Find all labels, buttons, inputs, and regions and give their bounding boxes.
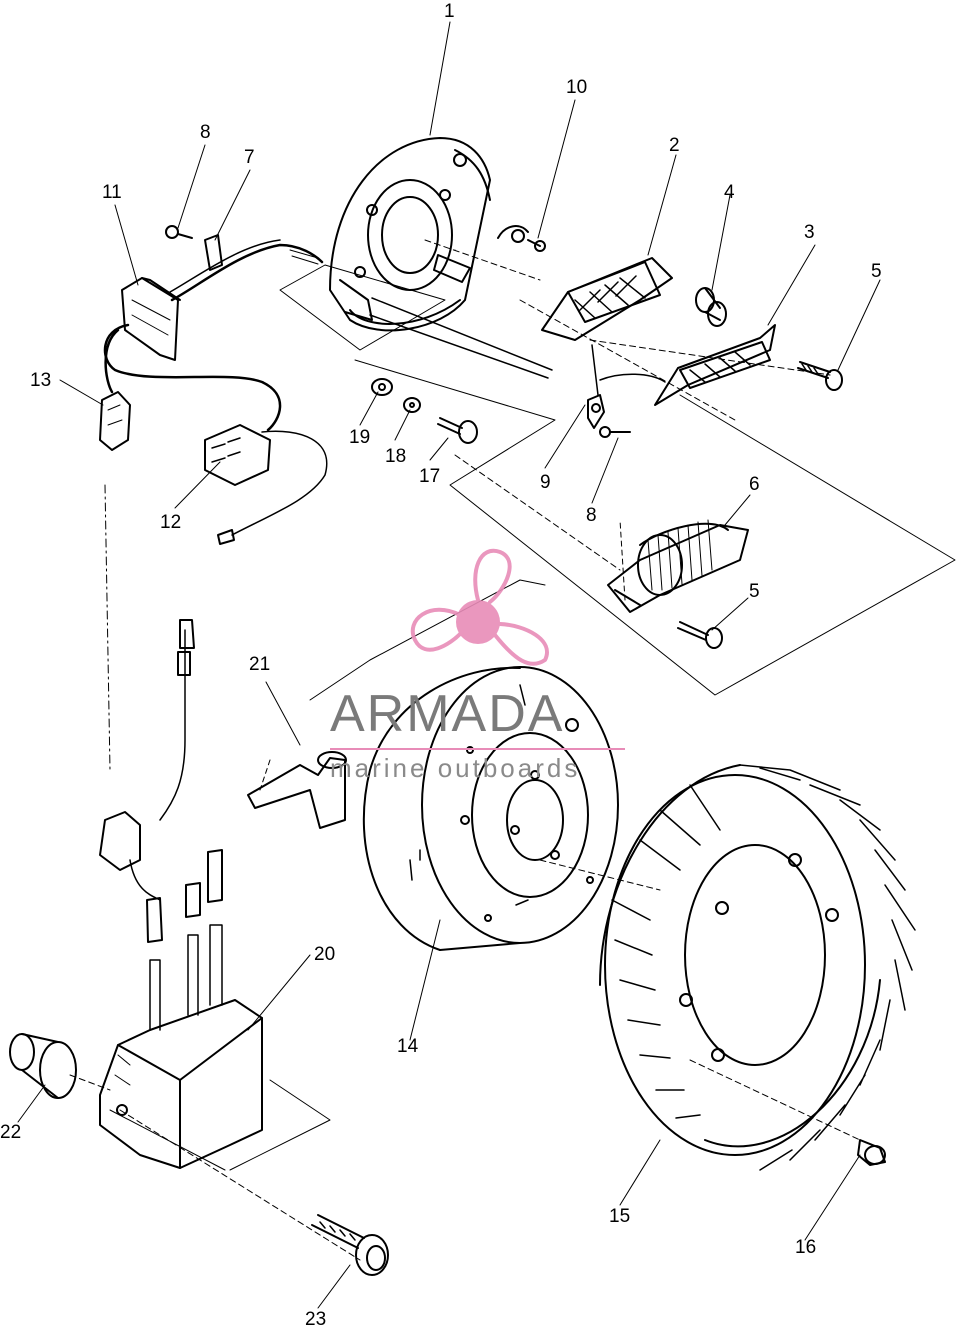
bolt-17 xyxy=(437,417,478,444)
callout-22: 22 xyxy=(0,1122,22,1143)
callout-5b: 5 xyxy=(749,581,760,602)
charge-coil xyxy=(541,257,673,396)
callout-17: 17 xyxy=(419,466,441,487)
callout-15: 15 xyxy=(609,1206,631,1227)
cooling-fan-15 xyxy=(599,764,916,1171)
callout-23: 23 xyxy=(305,1309,327,1330)
callout-7: 7 xyxy=(244,147,255,168)
ignition-coil-20 xyxy=(99,811,263,1169)
stator-base-plate xyxy=(329,137,553,379)
connector-13 xyxy=(99,391,131,451)
flywheel-14 xyxy=(362,666,619,951)
bolt-16 xyxy=(857,1139,886,1166)
callout-14: 14 xyxy=(397,1036,419,1057)
harness-clamp xyxy=(204,234,223,271)
screw-lower xyxy=(599,426,631,438)
callout-3: 3 xyxy=(804,222,815,243)
watermark-rule xyxy=(330,748,625,750)
propeller-icon xyxy=(410,548,549,666)
callout-9: 9 xyxy=(540,472,551,493)
callout-11: 11 xyxy=(102,182,122,203)
callout-19: 19 xyxy=(349,427,371,448)
spark-plug-cap xyxy=(159,619,347,829)
bolt-23 xyxy=(311,1214,389,1276)
callout-21: 21 xyxy=(249,654,271,675)
screw-upper xyxy=(165,225,193,239)
callout-5a: 5 xyxy=(871,261,882,282)
washer-19 xyxy=(371,378,393,396)
leader-lines xyxy=(17,21,956,1309)
callout-12: 12 xyxy=(160,512,182,533)
rectifier xyxy=(103,239,324,432)
callout-13: 13 xyxy=(30,370,52,391)
watermark-brand: ARMADA xyxy=(330,685,565,743)
callout-16: 16 xyxy=(795,1237,817,1258)
callout-18: 18 xyxy=(385,446,407,467)
callout-8b: 8 xyxy=(586,505,597,526)
callout-1: 1 xyxy=(444,1,455,22)
ground-clip xyxy=(587,394,605,429)
callout-20: 20 xyxy=(314,944,336,965)
bolt-lower xyxy=(677,621,723,649)
callout-4: 4 xyxy=(724,182,735,203)
grommet-22 xyxy=(9,1033,77,1099)
clip-screw xyxy=(497,225,546,252)
terminal-block-12 xyxy=(204,424,328,545)
callout-6: 6 xyxy=(749,474,760,495)
lighting-coil xyxy=(607,519,749,613)
callout-10: 10 xyxy=(566,77,588,98)
spacer xyxy=(695,287,727,327)
lock-washer-18 xyxy=(403,397,421,413)
bolt-upper xyxy=(797,361,843,391)
pulser-coil xyxy=(599,324,776,406)
callout-8a: 8 xyxy=(200,122,211,143)
callout-2: 2 xyxy=(669,135,680,156)
watermark-tagline: marine outboards xyxy=(330,753,581,783)
